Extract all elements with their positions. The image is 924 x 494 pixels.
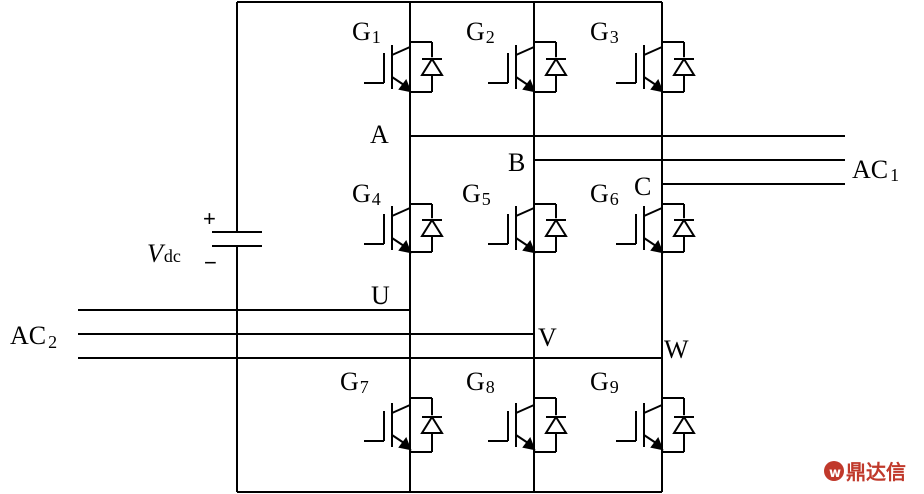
diode-triangle-icon	[672, 57, 696, 76]
switch-label-g1: G1	[352, 17, 381, 47]
svg-text:w: w	[829, 466, 841, 481]
switch-label-letter: G	[352, 17, 371, 46]
emitter-arrow-icon	[522, 78, 536, 93]
switch-label-letter: G	[590, 179, 609, 208]
diode-triangle-icon	[672, 218, 696, 237]
switch-label-subscript: 1	[372, 27, 381, 47]
collector-leg	[515, 207, 535, 217]
node-c-label: C	[634, 172, 651, 201]
switch-label-g7: G7	[340, 367, 369, 397]
emitter-arrow-icon	[522, 239, 536, 254]
switch-g9	[616, 358, 696, 492]
switch-label-subscript: 9	[610, 377, 619, 397]
emitter-arrow-icon	[650, 436, 664, 451]
switch-array	[364, 2, 696, 492]
diode-triangle-icon	[544, 57, 568, 76]
switch-label-g5: G5	[462, 179, 491, 209]
circuit-wires	[78, 1, 845, 493]
collector-leg	[391, 207, 411, 217]
switch-label-subscript: 7	[360, 377, 369, 397]
collector-leg	[643, 207, 663, 217]
switch-label-letter: G	[352, 179, 371, 208]
switch-g3	[616, 2, 696, 132]
switch-g1	[364, 2, 444, 132]
switch-label-letter: G	[466, 367, 485, 396]
switch-g7	[364, 358, 444, 492]
plus-sign: +	[203, 206, 216, 231]
diode-triangle-icon	[420, 218, 444, 237]
switch-label-subscript: 3	[610, 27, 619, 47]
switch-label-g2: G2	[466, 17, 495, 47]
emitter-arrow-icon	[650, 78, 664, 93]
diode-triangle-icon	[544, 218, 568, 237]
switch-label-subscript: 5	[482, 189, 491, 209]
switch-g8	[488, 358, 568, 492]
switch-label-g3: G3	[590, 17, 619, 47]
switch-label-subscript: 4	[372, 189, 381, 209]
collector-leg	[515, 404, 535, 414]
node-v-label: V	[538, 323, 557, 352]
switch-label-g9: G9	[590, 367, 619, 397]
diode-triangle-icon	[420, 57, 444, 76]
switch-label-subscript: 6	[610, 189, 619, 209]
collector-leg	[643, 46, 663, 56]
switch-label-g4: G4	[352, 179, 381, 209]
switch-label-subscript: 2	[486, 27, 495, 47]
watermark-logo: w 鼎达信	[824, 460, 906, 484]
vdc-label: Vdc	[147, 239, 181, 268]
collector-leg	[391, 404, 411, 414]
collector-leg	[391, 46, 411, 56]
switch-label-letter: G	[340, 367, 359, 396]
emitter-arrow-icon	[650, 239, 664, 254]
watermark-text: 鼎达信	[846, 460, 906, 484]
node-u-label: U	[371, 281, 390, 310]
diode-triangle-icon	[420, 415, 444, 434]
switch-label-letter: G	[590, 367, 609, 396]
switch-g2	[488, 2, 568, 132]
switch-g5	[488, 164, 568, 292]
collector-leg	[643, 404, 663, 414]
switch-g4	[364, 164, 444, 292]
emitter-arrow-icon	[522, 436, 536, 451]
switch-g6	[616, 164, 696, 292]
switch-label-letter: G	[462, 179, 481, 208]
switch-label-g8: G8	[466, 367, 495, 397]
switch-label-letter: G	[590, 17, 609, 46]
switch-label-letter: G	[466, 17, 485, 46]
switch-label-subscript: 8	[486, 377, 495, 397]
switch-label-g6: G6	[590, 179, 619, 209]
minus-sign: −	[204, 250, 217, 275]
emitter-arrow-icon	[398, 436, 412, 451]
diode-triangle-icon	[672, 415, 696, 434]
emitter-arrow-icon	[398, 78, 412, 93]
node-a-label: A	[370, 120, 389, 149]
diode-triangle-icon	[544, 415, 568, 434]
emitter-arrow-icon	[398, 239, 412, 254]
collector-leg	[515, 46, 535, 56]
node-w-label: W	[664, 335, 689, 364]
node-b-label: B	[508, 148, 525, 177]
